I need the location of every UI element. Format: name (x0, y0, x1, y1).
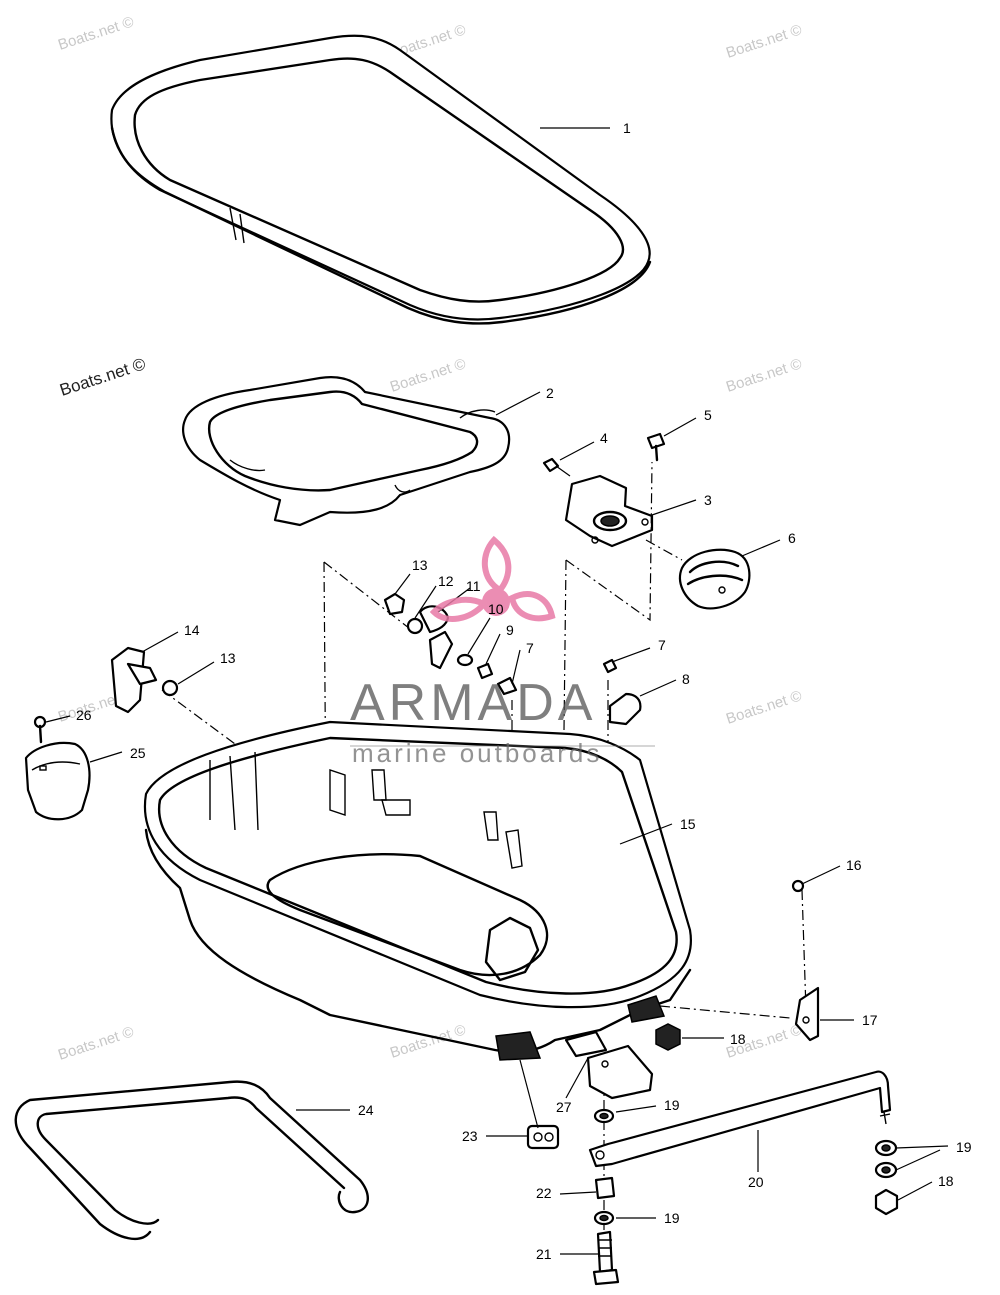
washer-part (874, 1139, 898, 1157)
watermark-dark: Boats.net © (57, 354, 148, 400)
callout-22: 22 (536, 1185, 552, 1201)
callout-19: 19 (664, 1097, 680, 1113)
latch-hardware-parts (383, 592, 642, 726)
callout-1: 1 (623, 120, 631, 136)
watermark: Boats.net © (724, 355, 804, 395)
callout-19: 19 (956, 1139, 972, 1155)
watermark: Boats.net © (724, 21, 804, 61)
link-bracket-part (794, 986, 820, 1042)
watermark: Boats.net © (56, 1023, 136, 1063)
callout-24: 24 (358, 1102, 374, 1118)
callout-27: 27 (556, 1099, 572, 1115)
callout-2: 2 (546, 385, 554, 401)
callout-7: 7 (526, 640, 534, 656)
seal-ring-part (110, 34, 652, 325)
lower-cowl-part (143, 720, 692, 1100)
callout-13: 13 (412, 557, 428, 573)
brand-name: ARMADA (350, 674, 596, 732)
hose-part (14, 1080, 369, 1241)
callout-3: 3 (704, 492, 712, 508)
spacer-part (594, 1176, 616, 1200)
shift-rod-part (588, 1070, 892, 1168)
cover-cap-part (24, 741, 91, 821)
bolt-part-21 (592, 1230, 620, 1286)
screw-part (542, 457, 571, 477)
watermark: Boats.net © (388, 355, 468, 395)
mount-bracket-part (564, 474, 654, 548)
callout-12: 12 (438, 573, 454, 589)
washer-part (593, 1210, 615, 1226)
washer-part (874, 1161, 898, 1179)
callout-11: 11 (466, 578, 481, 594)
callout-7: 7 (658, 637, 666, 653)
callout-26: 26 (76, 707, 92, 723)
rubber-mount-part (678, 548, 751, 610)
brand-logo: ARMADA marine outboards (350, 535, 655, 768)
callout-17: 17 (862, 1012, 878, 1028)
bolt-part (646, 432, 666, 462)
callout-14: 14 (184, 622, 200, 638)
callout-labels: 1 2 3 4 5 6 7 7 8 9 10 11 12 13 13 14 15… (76, 120, 972, 1262)
callout-20: 20 (748, 1174, 764, 1190)
cap-screw-part (33, 715, 47, 744)
brand-tagline: marine outboards (352, 738, 602, 768)
callout-25: 25 (130, 745, 146, 761)
callout-15: 15 (680, 816, 696, 832)
callout-16: 16 (846, 857, 862, 873)
gasket-frame-part (182, 376, 511, 527)
propeller-icon (429, 535, 556, 622)
nut-part (655, 1023, 681, 1051)
watermark: Boats.net © (724, 687, 804, 727)
nut-part (874, 1188, 899, 1216)
callout-6: 6 (788, 530, 796, 546)
callout-13: 13 (220, 650, 236, 666)
callout-19: 19 (664, 1210, 680, 1226)
callout-5: 5 (704, 407, 712, 423)
latch-handle-part (110, 646, 179, 714)
bolt-part-16 (791, 879, 805, 893)
callout-10: 10 (488, 601, 504, 617)
washer-part (593, 1108, 615, 1124)
grommet-part (526, 1124, 560, 1150)
callout-23: 23 (462, 1128, 478, 1144)
callout-18: 18 (938, 1173, 954, 1189)
callout-9: 9 (506, 622, 514, 638)
callout-4: 4 (600, 430, 608, 446)
callout-21: 21 (536, 1246, 552, 1262)
callout-8: 8 (682, 671, 690, 687)
watermark: Boats.net © (56, 13, 136, 53)
callout-18: 18 (730, 1031, 746, 1047)
